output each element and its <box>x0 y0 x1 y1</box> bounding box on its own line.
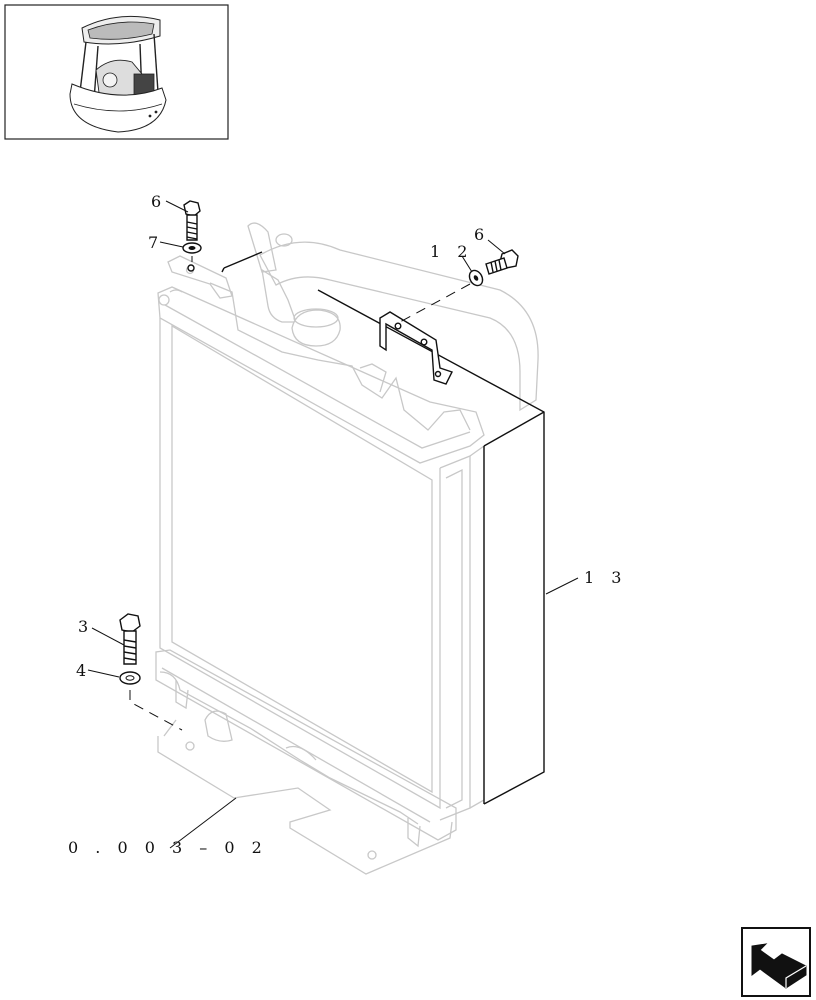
washer-top <box>182 242 202 254</box>
bolt-top <box>183 200 201 241</box>
bolt-bottom <box>119 613 141 665</box>
callout-washer-bottom: 4 <box>76 661 92 680</box>
radiator-assembly <box>155 222 539 875</box>
washer-bottom <box>119 671 141 685</box>
top-mounting-plate <box>167 255 233 299</box>
callout-shroud: 1 3 <box>584 568 627 587</box>
reference-label: 0 . 0 0 3 – 0 2 <box>68 838 268 857</box>
callout-washer-top: 7 <box>148 233 164 252</box>
machine-overview-icon <box>4 4 229 140</box>
fan-shroud <box>221 251 545 805</box>
mounting-hole-top <box>187 264 195 272</box>
callout-bolt-bottom: 3 <box>78 617 94 636</box>
assembly-centerlines <box>129 256 471 731</box>
callout-bracket: 1 2 <box>430 242 473 261</box>
callout-bolt-top: 6 <box>151 192 167 211</box>
mounting-bracket <box>379 311 453 385</box>
return-arrow-icon[interactable] <box>741 927 811 997</box>
bolt-bracket <box>485 249 519 275</box>
callout-labels: 6 7 1 2 6 1 3 3 4 0 . 0 0 3 – 0 2 <box>68 192 627 857</box>
leader-lines <box>87 200 579 849</box>
callout-bolt-bracket: 6 <box>474 225 490 244</box>
